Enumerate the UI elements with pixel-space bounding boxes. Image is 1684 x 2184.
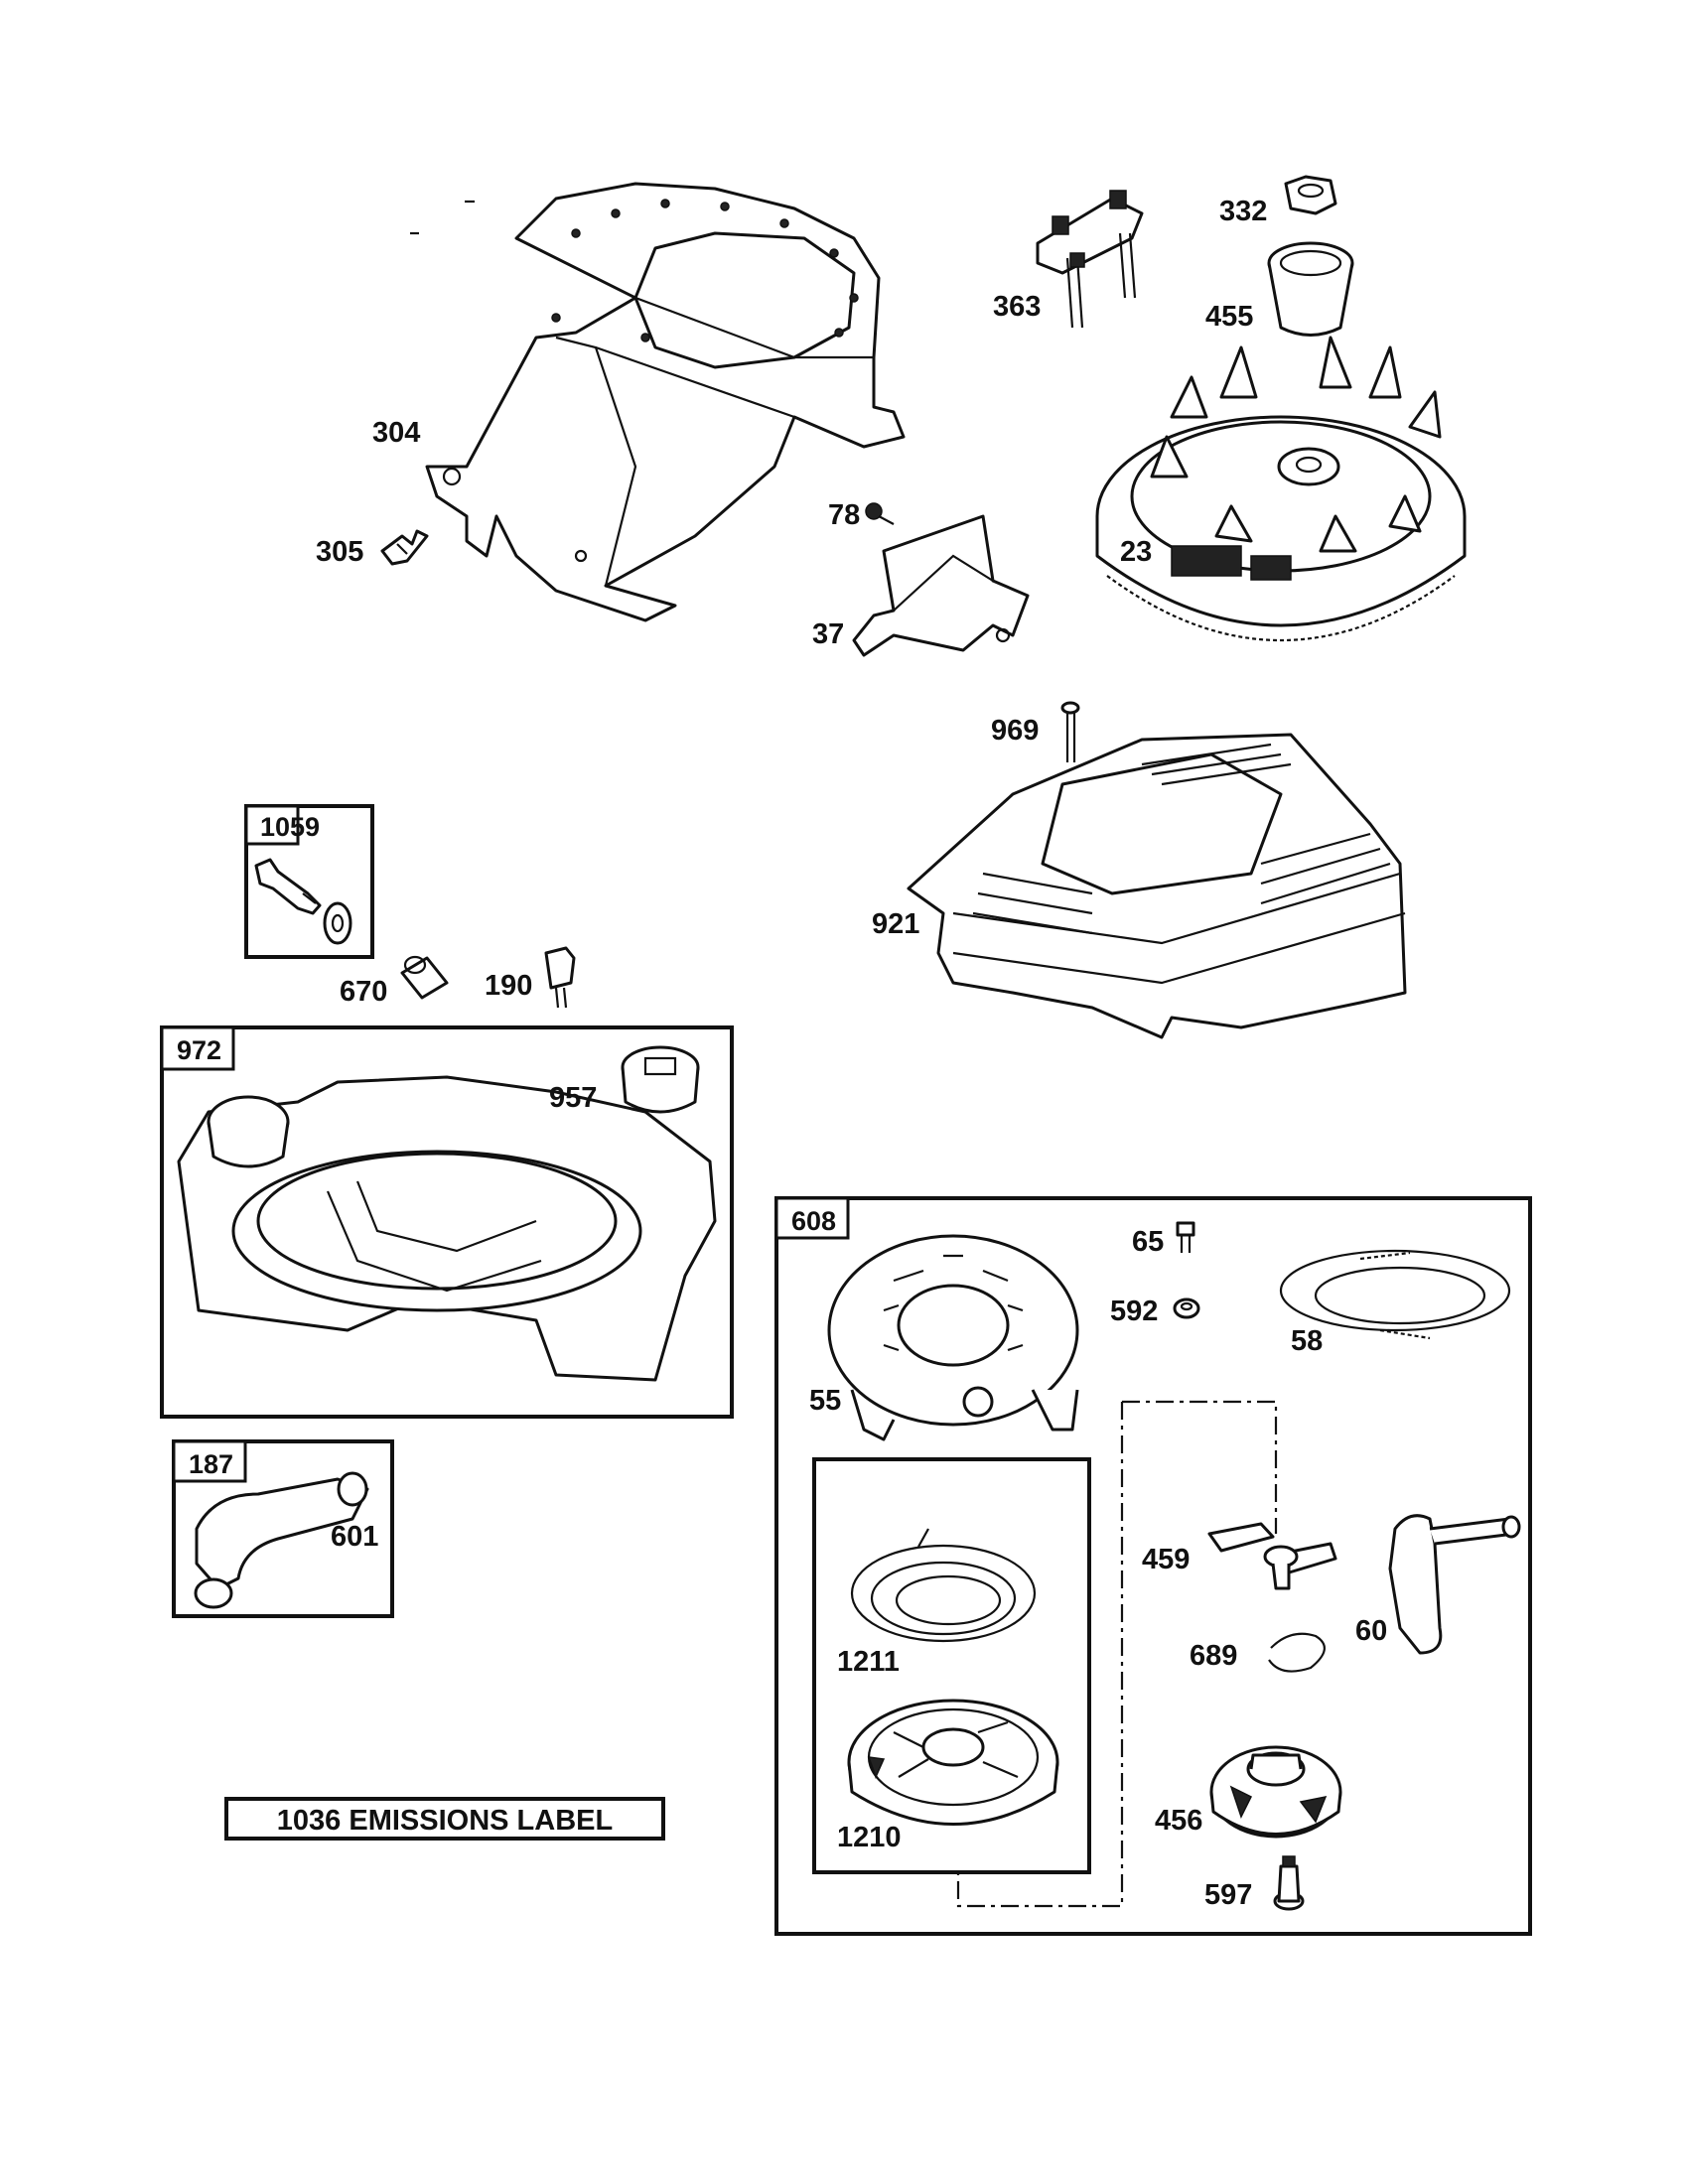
rope-58 xyxy=(1279,1249,1511,1340)
screw-190 xyxy=(544,946,576,1009)
label-592: 592 xyxy=(1110,1296,1158,1327)
bracket-363 xyxy=(1036,190,1144,329)
kit-187: 187 xyxy=(172,1439,394,1618)
label-304: 304 xyxy=(372,417,420,449)
kit-1059: 1059 xyxy=(244,804,374,959)
screw-78 xyxy=(865,502,895,525)
label-957: 957 xyxy=(549,1082,597,1114)
screw-65 xyxy=(1176,1221,1195,1253)
label-23: 23 xyxy=(1120,536,1152,568)
screw-305 xyxy=(380,529,429,566)
label-969: 969 xyxy=(991,715,1039,747)
starter-cup-456 xyxy=(1209,1745,1342,1839)
label-1211: 1211 xyxy=(837,1646,900,1678)
label-689: 689 xyxy=(1190,1640,1237,1672)
label-363: 363 xyxy=(993,291,1041,323)
label-65: 65 xyxy=(1132,1226,1164,1258)
label-459: 459 xyxy=(1142,1544,1190,1575)
screw-597 xyxy=(1273,1855,1305,1911)
flywheel-23 xyxy=(1095,336,1467,641)
blower-housing-304 xyxy=(425,182,906,622)
kit-label-608: 608 xyxy=(791,1206,836,1236)
part-number-labels: 304 305 363 332 455 78 37 23 969 921 670… xyxy=(316,196,1387,1911)
label-37: 37 xyxy=(812,618,844,650)
pawl-459 xyxy=(1207,1522,1337,1590)
scan-marks xyxy=(410,200,475,235)
label-78: 78 xyxy=(828,499,860,531)
kit-label-187: 187 xyxy=(189,1449,233,1479)
label-1210: 1210 xyxy=(837,1822,902,1853)
label-190: 190 xyxy=(485,970,532,1002)
label-601: 601 xyxy=(331,1521,378,1553)
label-332: 332 xyxy=(1219,196,1267,227)
screw-969 xyxy=(1060,701,1080,762)
emissions-label-box: 1036 EMISSIONS LABEL xyxy=(224,1797,665,1841)
rewind-spring-1211 xyxy=(850,1528,1037,1643)
cap-957 xyxy=(621,1045,700,1114)
nut-332 xyxy=(1284,175,1337,215)
label-58: 58 xyxy=(1291,1325,1323,1357)
kit-label-1059: 1059 xyxy=(260,812,320,842)
label-305: 305 xyxy=(316,536,363,568)
engine-cover-921 xyxy=(907,733,1407,1039)
label-921: 921 xyxy=(872,908,919,940)
air-guide-37 xyxy=(852,514,1030,657)
starter-housing-55 xyxy=(827,1234,1079,1441)
label-60: 60 xyxy=(1355,1615,1387,1647)
pulley-1210 xyxy=(847,1699,1059,1826)
kit-label-972: 972 xyxy=(177,1035,221,1065)
label-597: 597 xyxy=(1204,1879,1252,1911)
label-55: 55 xyxy=(809,1385,841,1417)
cup-455 xyxy=(1267,241,1354,337)
emissions-label-text: 1036 EMISSIONS LABEL xyxy=(277,1805,613,1837)
kit-972: 972 xyxy=(160,1025,734,1419)
label-455: 455 xyxy=(1205,301,1253,333)
nut-592 xyxy=(1173,1297,1200,1319)
kit-608: 608 xyxy=(774,1196,1532,1936)
label-456: 456 xyxy=(1155,1805,1202,1837)
handle-60 xyxy=(1388,1514,1521,1655)
label-670: 670 xyxy=(340,976,387,1008)
retainer-clip-689 xyxy=(1268,1632,1326,1673)
spacer-670 xyxy=(400,955,449,1000)
